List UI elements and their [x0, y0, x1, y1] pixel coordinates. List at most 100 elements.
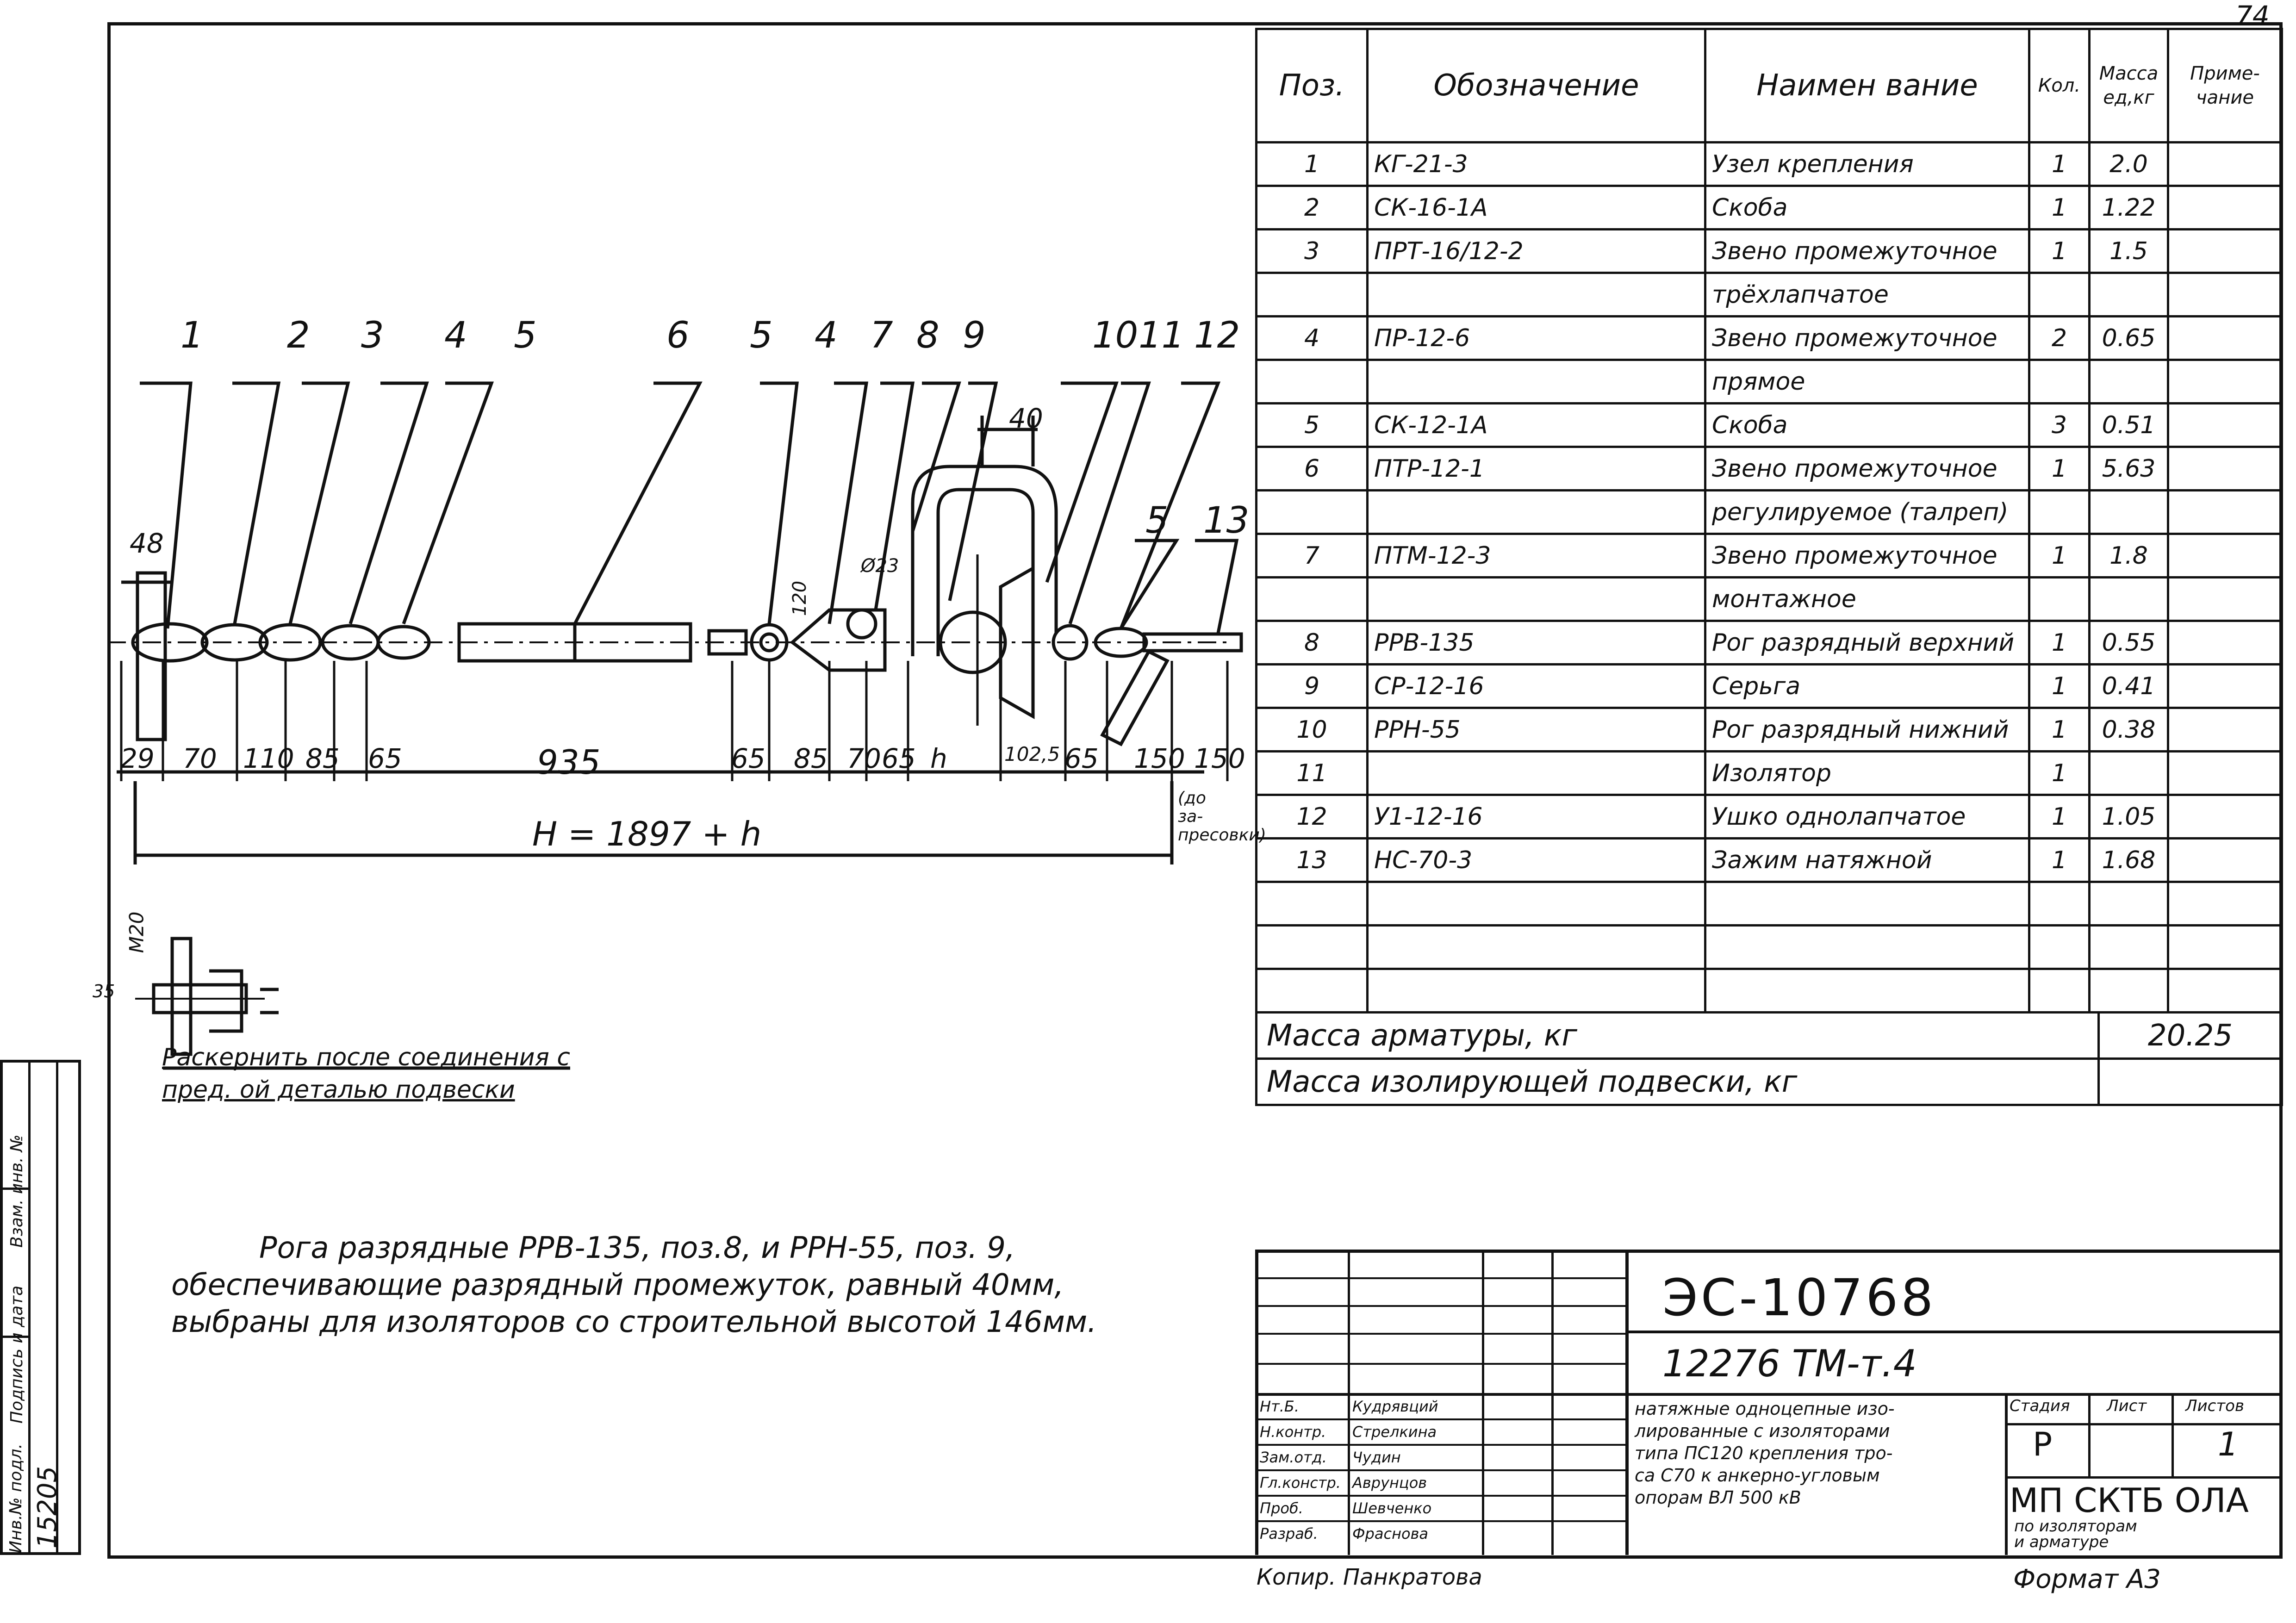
side-divider	[3, 1188, 31, 1190]
cell-note	[2167, 663, 2283, 709]
side-col-2	[31, 1063, 58, 1552]
cell-note	[2167, 707, 2283, 752]
cell-name	[1704, 968, 2030, 1014]
cell-mass: 0.38	[2088, 707, 2169, 752]
link	[376, 625, 431, 660]
callout-number: 5	[1145, 500, 1169, 541]
spec-row: трёхлапчатое	[1255, 272, 2283, 317]
cell-designation	[1366, 924, 1706, 970]
spec-table: Поз. Обозначение Наимен вание Кол. Масса…	[1255, 28, 2283, 1014]
dim-label: 65	[1064, 743, 1099, 774]
cell-mass: 5.63	[2088, 446, 2169, 491]
org-sub-2: и арматуре	[2014, 1533, 2109, 1551]
cell-qty: 1	[2028, 750, 2091, 796]
cell-designation: ПТМ-12-3	[1366, 533, 1706, 578]
cell-qty: 2	[2028, 315, 2091, 361]
copied-by: Копир. Панкратова	[1257, 1564, 1482, 1590]
callout-number: 8	[916, 315, 940, 356]
dim-small-b: Ø23	[861, 555, 899, 577]
cell-designation: СР-12-16	[1366, 663, 1706, 709]
cell-designation: ПТР-12-1	[1366, 446, 1706, 491]
cell-mass	[2088, 489, 2169, 535]
cell-name: Рог разрядный верхний	[1704, 620, 2030, 665]
callout-number: 4	[815, 315, 838, 356]
lower-horn	[1100, 649, 1170, 746]
cell-qty: 1	[2028, 446, 2091, 491]
cell-mass	[2088, 968, 2169, 1014]
cell-name: Скоба	[1704, 402, 2030, 448]
cell-qty	[2028, 924, 2091, 970]
bracket-plate	[136, 571, 167, 741]
sheet-format: Формат А3	[2013, 1564, 2161, 1594]
callout-number: 12	[1194, 315, 1240, 356]
detail-dim2: 35	[93, 981, 115, 1001]
cell-pos: 9	[1255, 663, 1369, 709]
callout-number: 2	[287, 315, 310, 356]
cell-designation	[1366, 272, 1706, 317]
cell-designation: У1-12-16	[1366, 794, 1706, 839]
cell-designation: КГ-21-3	[1366, 141, 1706, 187]
cell-pos	[1255, 881, 1369, 927]
spec-row: прямое	[1255, 359, 2283, 404]
cell-pos	[1255, 576, 1369, 622]
cell-mass: 0.55	[2088, 620, 2169, 665]
cell-name: Ушко однолапчатое	[1704, 794, 2030, 839]
cell-name: Узел крепления	[1704, 141, 2030, 187]
cell-pos: 2	[1255, 185, 1369, 230]
cell-mass	[2088, 359, 2169, 404]
eye-link	[1052, 624, 1089, 661]
cell-designation: РРН-55	[1366, 707, 1706, 752]
shackle	[258, 623, 322, 662]
cell-note	[2167, 315, 2283, 361]
callout-number: 5	[750, 315, 773, 356]
callout-number: 3	[361, 315, 384, 356]
dim-label: 85	[794, 743, 828, 774]
dim-label: 935	[537, 743, 601, 782]
stage-value: Р	[2033, 1425, 2053, 1463]
cell-pos: 10	[1255, 707, 1369, 752]
cell-designation: СК-12-1А	[1366, 402, 1706, 448]
link-7	[790, 608, 887, 672]
cell-name: Изолятор	[1704, 750, 2030, 796]
note-line-3: выбраны для изоляторов со строительной в…	[171, 1305, 1097, 1339]
cell-mass: 0.65	[2088, 315, 2169, 361]
cell-name: Звено промежуточное	[1704, 228, 2030, 274]
cell-qty: 1	[2028, 794, 2091, 839]
cell-pos: 13	[1255, 837, 1369, 883]
project-code: 12276 ТМ-т.4	[1662, 1342, 1917, 1385]
cell-name: Рог разрядный нижний	[1704, 707, 2030, 752]
role-name: Кудрявций	[1352, 1398, 1438, 1415]
cell-mass: 1.68	[2088, 837, 2169, 883]
cell-designation: ПРТ-16/12-2	[1366, 228, 1706, 274]
cell-qty: 1	[2028, 707, 2091, 752]
cell-mass: 1.8	[2088, 533, 2169, 578]
cell-designation: ПР-12-6	[1366, 315, 1706, 361]
dim-total: H = 1897 + h	[532, 815, 762, 853]
cell-pos	[1255, 272, 1369, 317]
dim-label: 85	[305, 743, 340, 774]
dim-label: 110	[243, 743, 294, 774]
cell-pos: 3	[1255, 228, 1369, 274]
dim-40: 40	[1009, 403, 1043, 434]
spec-header-row: Поз. Обозначение Наимен вание Кол. Масса…	[1255, 28, 2283, 143]
cell-designation	[1366, 359, 1706, 404]
header-mass: Масса ед,кг	[2088, 28, 2169, 143]
stage-label: Стадия	[2010, 1397, 2070, 1415]
cell-pos: 12	[1255, 794, 1369, 839]
side-stamp-sign: Подпись и дата	[7, 1285, 26, 1424]
detail-note-2: пред. ой деталью подвески	[162, 1076, 515, 1104]
cell-mass: 0.41	[2088, 663, 2169, 709]
title-block: ЭС-10768 12276 ТМ-т.4 натяжные одноцепны…	[1255, 1250, 2281, 1555]
cell-mass	[2088, 272, 2169, 317]
doc-title-1: натяжные одноцепные изо-	[1635, 1399, 1895, 1419]
cell-pos: 4	[1255, 315, 1369, 361]
totals-row: Масса арматуры, кг 20.25	[1255, 1011, 2283, 1060]
role-name: Фраснова	[1352, 1525, 1429, 1542]
totals-value: 20.25	[2097, 1011, 2283, 1060]
doc-title-5: опорам ВЛ 500 кВ	[1635, 1487, 1801, 1508]
